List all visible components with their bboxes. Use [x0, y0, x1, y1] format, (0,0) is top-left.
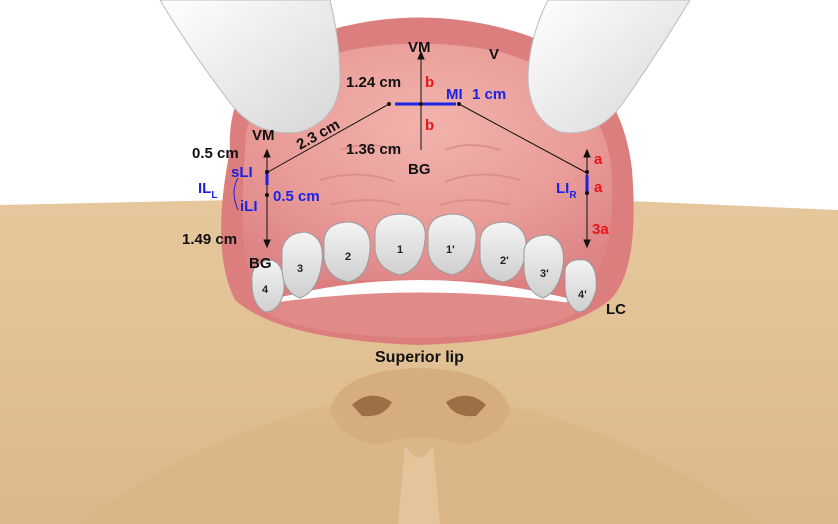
label-1-24-cm: 1.24 cm [346, 74, 401, 91]
label-ml: MI [446, 86, 463, 103]
label-vm-top: VM [408, 39, 431, 56]
label-a-2: a [594, 179, 603, 196]
label-0-5-cm-blue: 0.5 cm [273, 188, 320, 205]
glove-right [528, 0, 690, 133]
label-il-main: IL [198, 180, 211, 197]
label-lc: LC [606, 301, 626, 318]
glove-left [160, 0, 340, 133]
label-1-36-cm: 1.36 cm [346, 141, 401, 158]
tooth-label-1p: 1' [446, 244, 455, 256]
label-a-1: a [594, 151, 603, 168]
label-v: V [489, 46, 499, 63]
label-li-sub: R [569, 190, 577, 201]
label-sli: sLI [231, 164, 253, 181]
label-vm-left: VM [252, 127, 275, 144]
tooth-label-2p: 2' [500, 255, 509, 267]
label-superior-lip: Superior lip [375, 349, 464, 366]
label-bg-center: BG [408, 161, 431, 178]
tooth-label-4: 4 [262, 284, 269, 296]
label-b-lower: b [425, 117, 434, 134]
tooth-label-3: 3 [297, 263, 303, 275]
label-ili: iLI [240, 198, 258, 215]
label-ml-1cm: 1 cm [472, 86, 506, 103]
tooth-label-4p: 4' [578, 289, 587, 301]
tooth-label-1: 1 [397, 244, 403, 256]
label-il: ILL [198, 180, 217, 201]
tooth-label-3p: 3' [540, 268, 549, 280]
label-3a: 3a [592, 221, 609, 238]
label-1-49-cm: 1.49 cm [182, 231, 237, 248]
label-li-main: LI [556, 180, 569, 197]
label-il-sub: L [211, 190, 217, 201]
label-bg-left: BG [249, 255, 272, 272]
label-b-upper: b [425, 74, 434, 91]
label-0-5-cm: 0.5 cm [192, 145, 239, 162]
tooth-label-2: 2 [345, 251, 351, 263]
